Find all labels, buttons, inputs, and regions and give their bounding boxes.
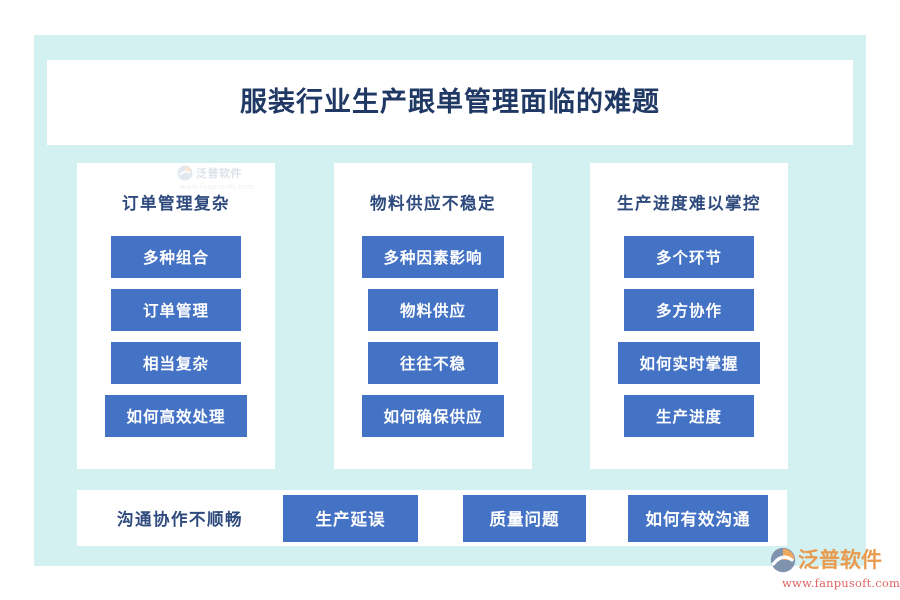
list-item[interactable]: 相当复杂 (111, 342, 241, 384)
column-2-heading: 物料供应不稳定 (370, 194, 496, 213)
list-item[interactable]: 多种组合 (111, 236, 241, 278)
list-item[interactable]: 如何高效处理 (105, 395, 247, 437)
list-item[interactable]: 往往不稳 (368, 342, 498, 384)
problem-column-2: 物料供应不稳定 多种因素影响 物料供应 往往不稳 如何确保供应 (334, 163, 532, 469)
column-3-items: 多个环节 多方协作 如何实时掌握 生产进度 (590, 236, 788, 437)
brand-row: 泛普软件 (770, 546, 895, 574)
list-item[interactable]: 物料供应 (368, 289, 498, 331)
bottom-chip-1[interactable]: 生产延误 (283, 494, 418, 542)
bottom-chip-2[interactable]: 质量问题 (463, 494, 586, 542)
bottom-chip-3[interactable]: 如何有效沟通 (628, 494, 768, 542)
problem-column-3: 生产进度难以掌控 多个环节 多方协作 如何实时掌握 生产进度 (590, 163, 788, 469)
list-item[interactable]: 如何实时掌握 (618, 342, 760, 384)
list-item[interactable]: 如何确保供应 (362, 395, 504, 437)
title-card: 服装行业生产跟单管理面临的难题 (47, 60, 853, 145)
column-2-items: 多种因素影响 物料供应 往往不稳 如何确保供应 (334, 236, 532, 437)
column-1-items: 多种组合 订单管理 相当复杂 如何高效处理 (77, 236, 275, 437)
list-item[interactable]: 多种因素影响 (362, 236, 504, 278)
bottom-row-label: 沟通协作不顺畅 (117, 510, 243, 529)
brand-url: www.fanpusoft.com (782, 576, 900, 590)
brand-name: 泛普软件 (798, 547, 882, 572)
list-item[interactable]: 生产进度 (624, 395, 754, 437)
list-item[interactable]: 多个环节 (624, 236, 754, 278)
list-item[interactable]: 多方协作 (624, 289, 754, 331)
list-item[interactable]: 订单管理 (111, 289, 241, 331)
column-3-heading: 生产进度难以掌控 (617, 194, 761, 213)
page-title: 服装行业生产跟单管理面临的难题 (240, 87, 660, 118)
watermark-swirl-icon (177, 165, 193, 181)
watermark-name: 泛普软件 (196, 167, 242, 180)
column-1-heading: 订单管理复杂 (122, 194, 230, 213)
problem-column-1: 泛普软件 www.fanpusoft.com 订单管理复杂 多种组合 订单管理 … (77, 163, 275, 469)
brand-swirl-icon (770, 547, 796, 573)
bottom-row: 沟通协作不顺畅 生产延误 质量问题 如何有效沟通 (77, 490, 787, 546)
brand-logo: 泛普软件 www.fanpusoft.com (770, 546, 900, 594)
watermark-logo: 泛普软件 (177, 165, 242, 181)
